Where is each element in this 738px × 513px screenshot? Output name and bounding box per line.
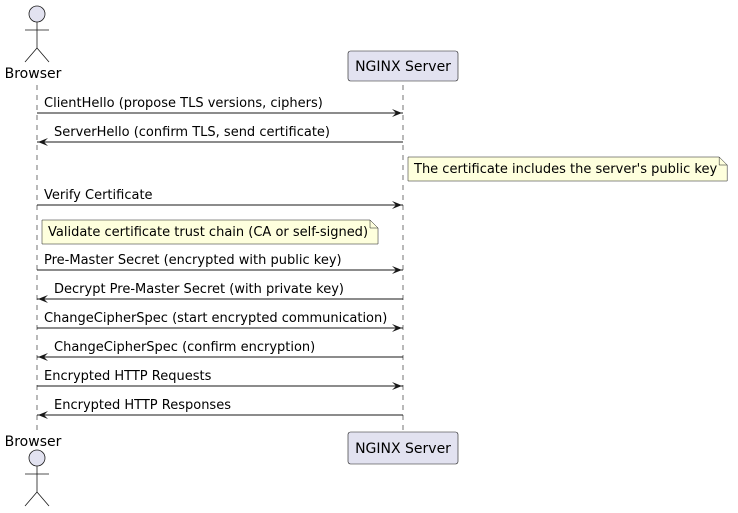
message-4: Verify Certificate <box>37 188 403 209</box>
message-label: ChangeCipherSpec (confirm encryption) <box>54 340 315 355</box>
message-11: Encrypted HTTP Responses <box>37 398 403 419</box>
note-box <box>407 156 728 182</box>
server-box-bottom <box>347 431 459 465</box>
message-9: ChangeCipherSpec (confirm encryption) <box>37 340 403 361</box>
arrowhead-icon <box>392 109 402 117</box>
server-box-top <box>347 50 459 82</box>
arrowhead-icon <box>392 266 402 274</box>
message-label: Pre-Master Secret (encrypted with public… <box>44 253 342 268</box>
server-participant-top: NGINX Server <box>347 50 459 82</box>
message-8: ChangeCipherSpec (start encrypted commun… <box>37 311 403 332</box>
stick-figure-icon <box>24 449 50 507</box>
note-text: The certificate includes the server's pu… <box>413 162 717 177</box>
message-6: Pre-Master Secret (encrypted with public… <box>37 253 403 274</box>
browser-label-bottom: Browser <box>5 434 62 450</box>
server-label-top: NGINX Server <box>355 59 451 75</box>
message-label: Encrypted HTTP Requests <box>44 369 212 384</box>
message-2: ServerHello (confirm TLS, send certifica… <box>37 125 403 146</box>
message-label: ServerHello (confirm TLS, send certifica… <box>54 125 330 140</box>
arrowhead-icon <box>392 324 402 332</box>
server-participant-bottom: NGINX Server <box>347 431 459 465</box>
message-label: Verify Certificate <box>44 188 153 203</box>
steps-layer: ClientHello (propose TLS versions, ciphe… <box>37 96 728 419</box>
browser-label-top: Browser <box>5 66 62 82</box>
note-box <box>41 219 379 245</box>
arrowhead-icon <box>38 411 48 419</box>
browser-actor-bottom: Browser <box>5 434 62 507</box>
arrowhead-icon <box>392 201 402 209</box>
browser-actor-top: Browser <box>5 5 62 82</box>
note-5: Validate certificate trust chain (CA or … <box>41 219 379 245</box>
message-label: Encrypted HTTP Responses <box>54 398 231 413</box>
stick-figure-icon <box>24 5 50 63</box>
note-fold-corner <box>369 220 379 229</box>
message-7: Decrypt Pre-Master Secret (with private … <box>37 282 403 303</box>
message-label: Decrypt Pre-Master Secret (with private … <box>54 282 344 297</box>
message-10: Encrypted HTTP Requests <box>37 369 403 390</box>
message-1: ClientHello (propose TLS versions, ciphe… <box>37 96 403 117</box>
message-label: ChangeCipherSpec (start encrypted commun… <box>44 311 387 326</box>
note-text: Validate certificate trust chain (CA or … <box>48 225 368 240</box>
arrowhead-icon <box>38 295 48 303</box>
note-3: The certificate includes the server's pu… <box>407 156 728 182</box>
arrowhead-icon <box>38 353 48 361</box>
note-fold-corner <box>718 157 728 166</box>
arrowhead-icon <box>392 382 402 390</box>
message-label: ClientHello (propose TLS versions, ciphe… <box>44 96 323 111</box>
server-label-bottom: NGINX Server <box>355 441 451 457</box>
arrowhead-icon <box>38 138 48 146</box>
